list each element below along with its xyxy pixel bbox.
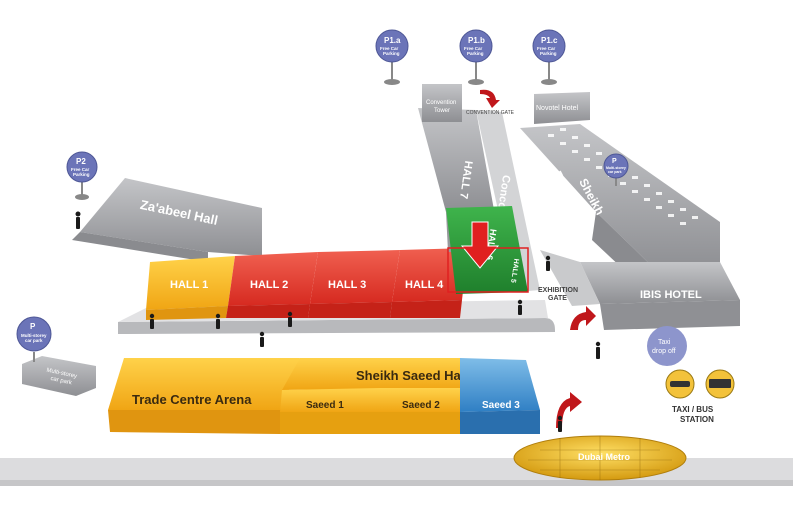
parking-sign-p1c[interactable]: P1.c Free Car Parking bbox=[532, 29, 566, 85]
p2-line1: Free Car bbox=[71, 167, 90, 172]
parking-sign-right[interactable]: P Multi-storey car park bbox=[603, 153, 629, 186]
person-icon bbox=[149, 313, 155, 329]
p1c-line1: Free Car bbox=[537, 46, 556, 51]
hall-1[interactable]: HALL 1 bbox=[146, 256, 235, 320]
ground-road-edge bbox=[0, 480, 793, 486]
hall-3-label: HALL 3 bbox=[328, 279, 366, 291]
you-are-here-arrow-icon bbox=[460, 221, 500, 269]
dubai-metro-station[interactable]: Dubai Metro bbox=[513, 435, 687, 481]
person-icon bbox=[545, 255, 551, 271]
person-icon bbox=[517, 299, 523, 315]
p-multi-line2: car park bbox=[25, 338, 43, 343]
taxi-dropoff[interactable]: Taxi drop off bbox=[647, 326, 687, 366]
metro-arrow-icon bbox=[556, 392, 582, 428]
hall-2-label: HALL 2 bbox=[250, 279, 288, 291]
person-icon bbox=[259, 331, 265, 347]
p-multi-line1: Multi-storey bbox=[21, 333, 47, 338]
saeed-2-hall[interactable]: Saeed 2 bbox=[380, 388, 460, 434]
sheikh-saeed-label: Sheikh Saeed Halls bbox=[356, 368, 475, 383]
person-icon bbox=[75, 211, 81, 229]
novotel-hotel[interactable]: Novotel Hotel bbox=[534, 92, 590, 124]
exhibition-gate-arrow-icon bbox=[570, 306, 596, 330]
convention-tower-label-1: Convention bbox=[426, 100, 456, 106]
person-icon bbox=[287, 311, 293, 327]
hall-1-label: HALL 1 bbox=[170, 279, 208, 291]
trade-centre-arena[interactable]: Trade Centre Arena bbox=[108, 358, 300, 434]
p-right-code: P bbox=[612, 158, 617, 165]
p-multi-code: P bbox=[30, 322, 36, 331]
hall-5-label: HALL 5 bbox=[509, 258, 519, 283]
p1b-code: P1.b bbox=[468, 36, 485, 45]
p2-code: P2 bbox=[76, 157, 86, 166]
saeed-3-label: Saeed 3 bbox=[482, 400, 520, 411]
convention-gate-arrow-icon bbox=[480, 89, 500, 108]
p1b-line1: Free Car bbox=[464, 46, 483, 51]
hall-4-label: HALL 4 bbox=[405, 279, 444, 291]
highlight-box bbox=[447, 247, 529, 293]
taxi-bus-station[interactable]: TAXI / BUS STATION bbox=[665, 369, 735, 424]
taxi-dropoff-label-1: Taxi bbox=[658, 339, 671, 346]
novotel-label: Novotel Hotel bbox=[536, 105, 578, 112]
parking-sign-multistorey[interactable]: P Multi-storey car park bbox=[16, 316, 52, 362]
multistorey-label-2: car park bbox=[50, 376, 73, 387]
ibis-hotel-label: IBIS HOTEL bbox=[640, 289, 702, 301]
trade-centre-label: Trade Centre Arena bbox=[132, 392, 252, 407]
saeed-3-hall[interactable]: Saeed 3 bbox=[460, 358, 540, 434]
person-icon bbox=[557, 415, 563, 432]
p2-line2: Parking bbox=[73, 172, 90, 177]
dubai-metro-label: Dubai Metro bbox=[578, 452, 631, 462]
hall-4[interactable]: HALL 4 bbox=[390, 248, 468, 318]
station-label-2: STATION bbox=[680, 415, 714, 424]
zabeel-hall[interactable]: Za'abeel Hall bbox=[72, 178, 262, 262]
saeed-1-hall[interactable]: Saeed 1 bbox=[280, 388, 380, 434]
p1a-code: P1.a bbox=[384, 36, 401, 45]
p1a-line1: Free Car bbox=[380, 46, 399, 51]
convention-tower-label-2: Tower bbox=[434, 108, 450, 114]
hall-2[interactable]: HALL 2 bbox=[226, 252, 318, 318]
ibis-hotel[interactable]: IBIS HOTEL bbox=[540, 250, 740, 330]
p1c-line2: Parking bbox=[540, 51, 557, 56]
p1c-code: P1.c bbox=[541, 36, 558, 45]
convention-gate-label: CONVENTION GATE bbox=[466, 110, 515, 116]
parking-sign-p2[interactable]: P2 Free Car Parking bbox=[66, 151, 98, 200]
exhibition-gate-label-1: EXHIBITION bbox=[538, 287, 578, 294]
parking-sign-p1b[interactable]: P1.b Free Car Parking bbox=[459, 29, 493, 85]
exhibition-gate-label-2: GATE bbox=[548, 295, 567, 302]
p1a-line2: Parking bbox=[383, 51, 400, 56]
pedestrians bbox=[75, 211, 601, 432]
p-right-line2: car park bbox=[608, 170, 622, 174]
taxi-dropoff-label-2: drop off bbox=[652, 348, 676, 355]
p-right-line1: Multi-storey bbox=[606, 166, 626, 170]
station-label-1: TAXI / BUS bbox=[672, 405, 714, 414]
convention-tower[interactable]: Convention Tower bbox=[422, 84, 462, 122]
p1b-line2: Parking bbox=[467, 51, 484, 56]
parking-sign-p1a[interactable]: P1.a Free Car Parking bbox=[375, 29, 409, 85]
saeed-1-label: Saeed 1 bbox=[306, 400, 344, 411]
person-icon bbox=[595, 341, 601, 359]
hall-7-label: HALL 7 bbox=[457, 160, 474, 200]
person-icon bbox=[215, 313, 221, 329]
sheikh-saeed-halls[interactable]: Sheikh Saeed Halls bbox=[282, 358, 475, 390]
saeed-2-label: Saeed 2 bbox=[402, 400, 440, 411]
hall-3[interactable]: HALL 3 bbox=[308, 250, 400, 318]
multistorey-car-park[interactable]: Multi-storey car park bbox=[22, 356, 96, 396]
